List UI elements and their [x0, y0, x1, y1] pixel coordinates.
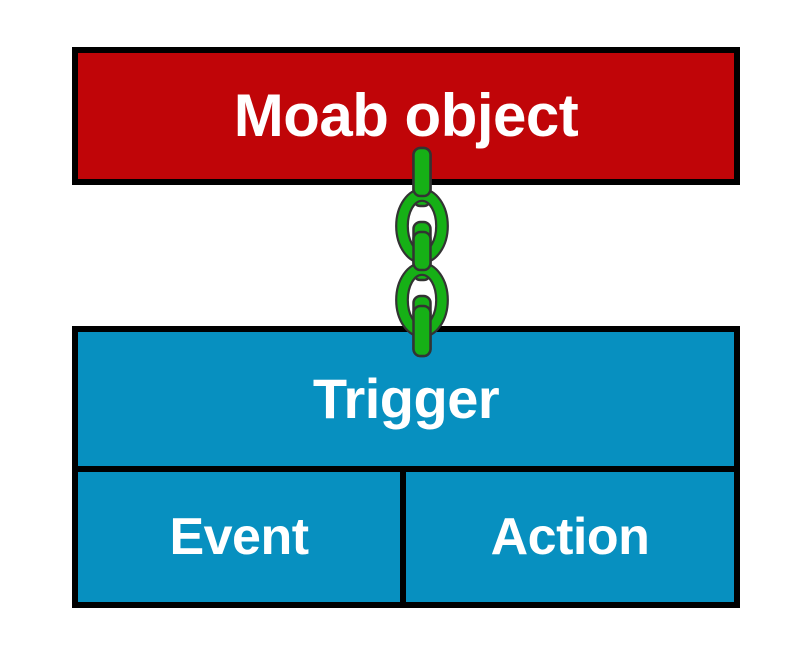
trigger-node[interactable]: Trigger Event Action	[72, 326, 740, 608]
event-cell[interactable]: Event	[78, 472, 406, 602]
action-cell[interactable]: Action	[406, 472, 734, 602]
action-label: Action	[490, 508, 650, 566]
event-label: Event	[169, 508, 309, 566]
trigger-subcomponents-row: Event Action	[78, 472, 734, 602]
trigger-header[interactable]: Trigger	[78, 332, 734, 472]
moab-object-label: Moab object	[233, 82, 579, 149]
chain-ring-1-fill	[396, 189, 448, 263]
moab-object-node[interactable]: Moab object	[72, 47, 740, 185]
chain-ring-2-fill	[396, 263, 448, 337]
chain-bar-middle	[412, 220, 432, 282]
trigger-label: Trigger	[312, 367, 500, 430]
chain-bar-middle-overlap	[412, 230, 432, 272]
chain-ring-1-outer-outline	[395, 188, 449, 264]
chain-ring-1-inner-outline	[406, 199, 438, 253]
chain-ring-2-inner-outline	[406, 273, 438, 327]
